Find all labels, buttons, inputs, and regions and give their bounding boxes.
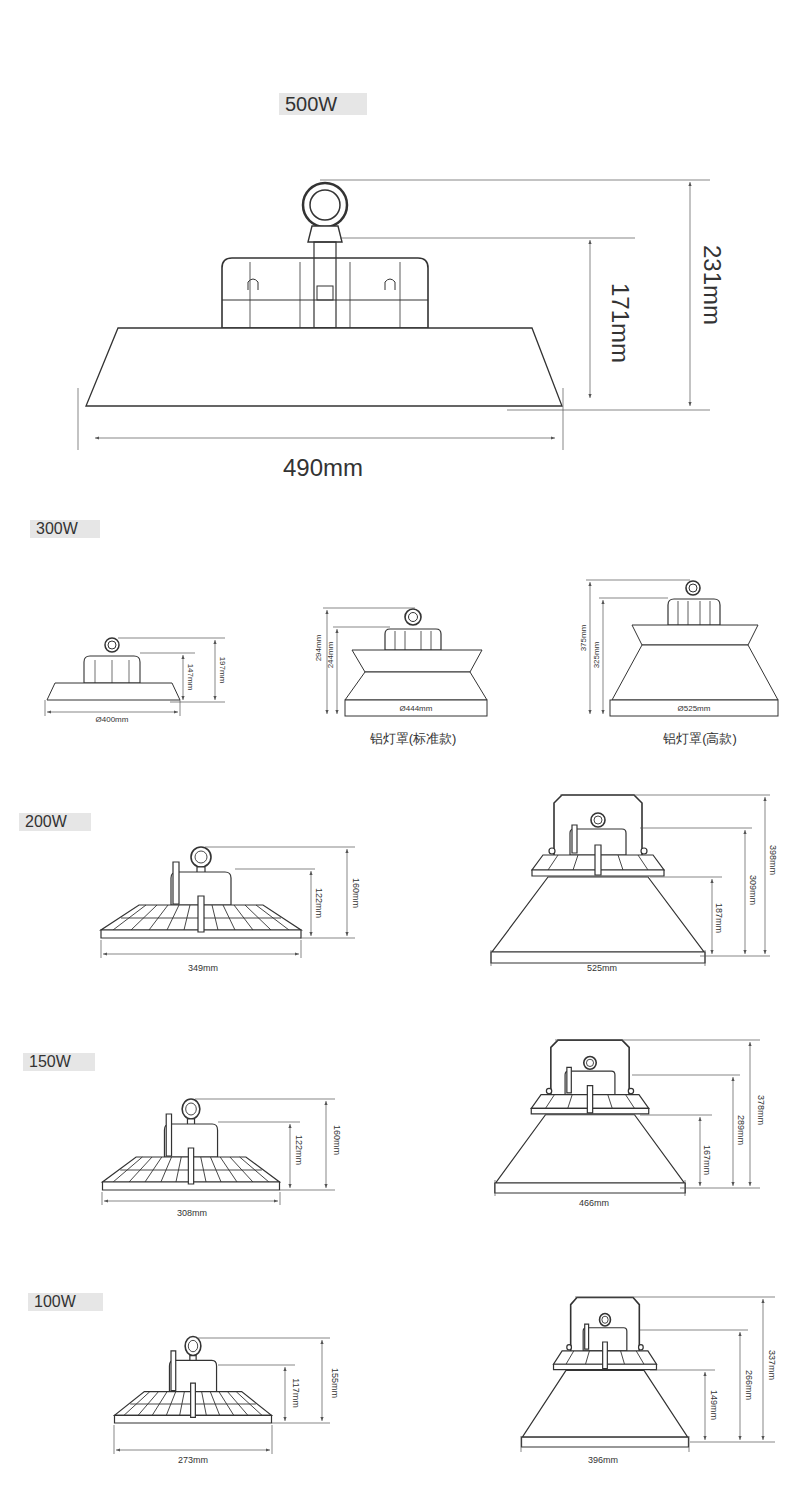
dimension-label: 266mm — [744, 1370, 753, 1400]
dimension-label: 289mm — [736, 1115, 745, 1145]
dimension-label: 490mm — [283, 456, 363, 480]
dimension-label: 378mm — [756, 1095, 765, 1125]
dimension-label: 160mm — [351, 878, 360, 908]
wattage-label: 500W — [285, 94, 337, 114]
dimension-label: 122mm — [314, 888, 323, 918]
lamp-100w — [114, 1297, 775, 1454]
lamp-300w — [45, 638, 225, 716]
lamp-200w — [101, 795, 770, 966]
dimension-label: 337mm — [767, 1350, 776, 1380]
dimension-label: 149mm — [709, 1390, 718, 1420]
dimension-label: 197mm — [218, 657, 226, 684]
dimension-label: 117mm — [291, 1378, 300, 1407]
wattage-label: 300W — [36, 521, 78, 537]
dimension-label: Ø525mm — [678, 705, 711, 713]
dimension-label: 396mm — [588, 1456, 618, 1465]
dimension-label: 273mm — [178, 1456, 208, 1465]
dimension-label: 122mm — [294, 1135, 303, 1165]
section-heading: 500W — [279, 93, 367, 115]
dimension-label: 398mm — [768, 845, 777, 875]
dimension-label: Ø400mm — [96, 716, 129, 724]
dimension-label: 525mm — [587, 964, 617, 973]
dimension-label: 147mm — [186, 664, 194, 691]
dimension-label: 231mm — [700, 245, 724, 325]
dimension-label: 294mm — [315, 635, 323, 662]
dimension-label: 171mm — [608, 283, 632, 363]
dimension-label: 309mm — [748, 875, 757, 905]
dimension-label: 466mm — [579, 1199, 609, 1208]
wattage-label: 150W — [29, 1054, 71, 1070]
shade-caption: 铝灯罩(标准款) — [370, 732, 457, 745]
section-heading: 300W — [30, 520, 100, 538]
section-heading: 150W — [23, 1053, 95, 1071]
wattage-label: 100W — [34, 1294, 76, 1310]
section-heading: 100W — [28, 1293, 103, 1311]
section-heading: 200W — [19, 813, 91, 831]
dimension-label: 167mm — [702, 1145, 711, 1175]
dimension-label: 155mm — [330, 1368, 339, 1398]
lamp-150w — [102, 1040, 760, 1205]
dimension-label: 160mm — [332, 1125, 341, 1155]
dimension-label: 349mm — [188, 964, 218, 973]
lamp-300w-standard-shade — [323, 608, 487, 716]
shade-caption: 铝灯罩(高款) — [663, 732, 737, 745]
dimension-label: 375mm — [580, 625, 588, 652]
dimension-label: 308mm — [177, 1209, 207, 1218]
dimension-label: 187mm — [714, 903, 723, 933]
wattage-label: 200W — [25, 814, 67, 830]
dimension-label: 325mm — [593, 642, 601, 669]
dimension-label: 244mm — [327, 642, 335, 669]
lamp-300w-tall-shade — [586, 580, 778, 716]
dimension-label: Ø444mm — [400, 705, 433, 713]
lamp-500w — [78, 180, 710, 450]
